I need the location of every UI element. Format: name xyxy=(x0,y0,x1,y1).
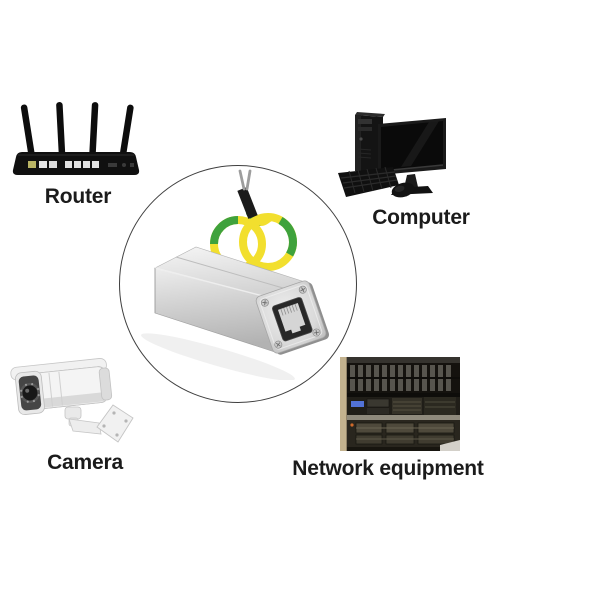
wifi-router-icon xyxy=(12,102,140,175)
rack-slot-row xyxy=(347,363,460,393)
camera-housing xyxy=(10,358,113,415)
fork-terminal xyxy=(237,169,258,219)
pc-mouse xyxy=(391,182,415,198)
camera-bracket xyxy=(64,404,134,443)
center-circle-outline xyxy=(119,165,357,403)
pc-tower xyxy=(355,112,385,173)
router-ports xyxy=(28,161,134,168)
pc-keyboard xyxy=(338,166,399,197)
router-label: Router xyxy=(44,185,112,208)
corner-screws xyxy=(260,285,321,349)
server-rack-icon xyxy=(340,357,460,451)
surge-protector-image xyxy=(141,169,330,380)
computer-label: Computer xyxy=(372,206,470,229)
desktop-computer-icon xyxy=(338,112,446,198)
pc-monitor xyxy=(378,118,446,195)
network-equipment-label: Network equipment xyxy=(292,457,484,480)
rack-server-row xyxy=(347,397,460,415)
cctv-camera-icon xyxy=(10,358,134,443)
device-shadow xyxy=(141,333,295,380)
rj45-face xyxy=(255,280,330,355)
router-antennas xyxy=(20,102,134,161)
rack-drive-row xyxy=(347,420,460,447)
camera-label: Camera xyxy=(47,451,123,474)
camera-lens xyxy=(19,382,40,403)
